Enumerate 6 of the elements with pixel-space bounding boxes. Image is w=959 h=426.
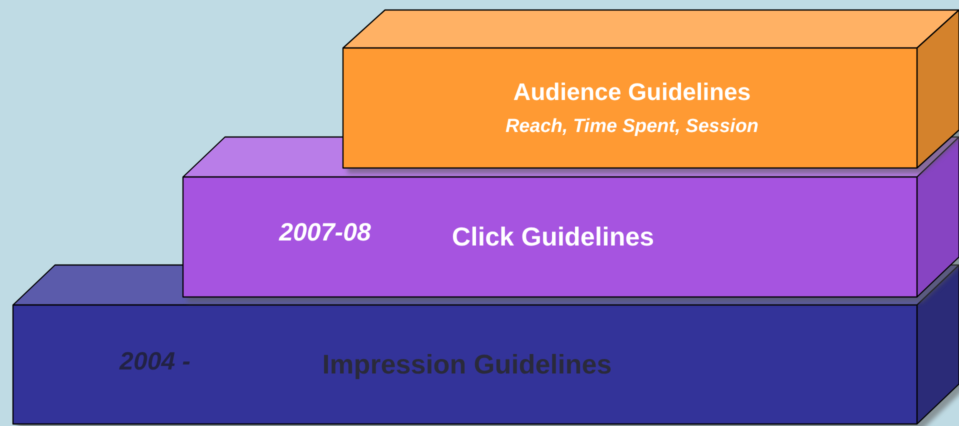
block-subtitle: Reach, Time Spent, Session — [505, 116, 759, 138]
block-title: Audience Guidelines — [513, 79, 751, 107]
block-title: Impression Guidelines — [322, 350, 612, 380]
year-label: 2004 - — [120, 348, 190, 376]
block-title: Click Guidelines — [452, 222, 654, 252]
year-label: 2007-08 — [279, 218, 371, 248]
